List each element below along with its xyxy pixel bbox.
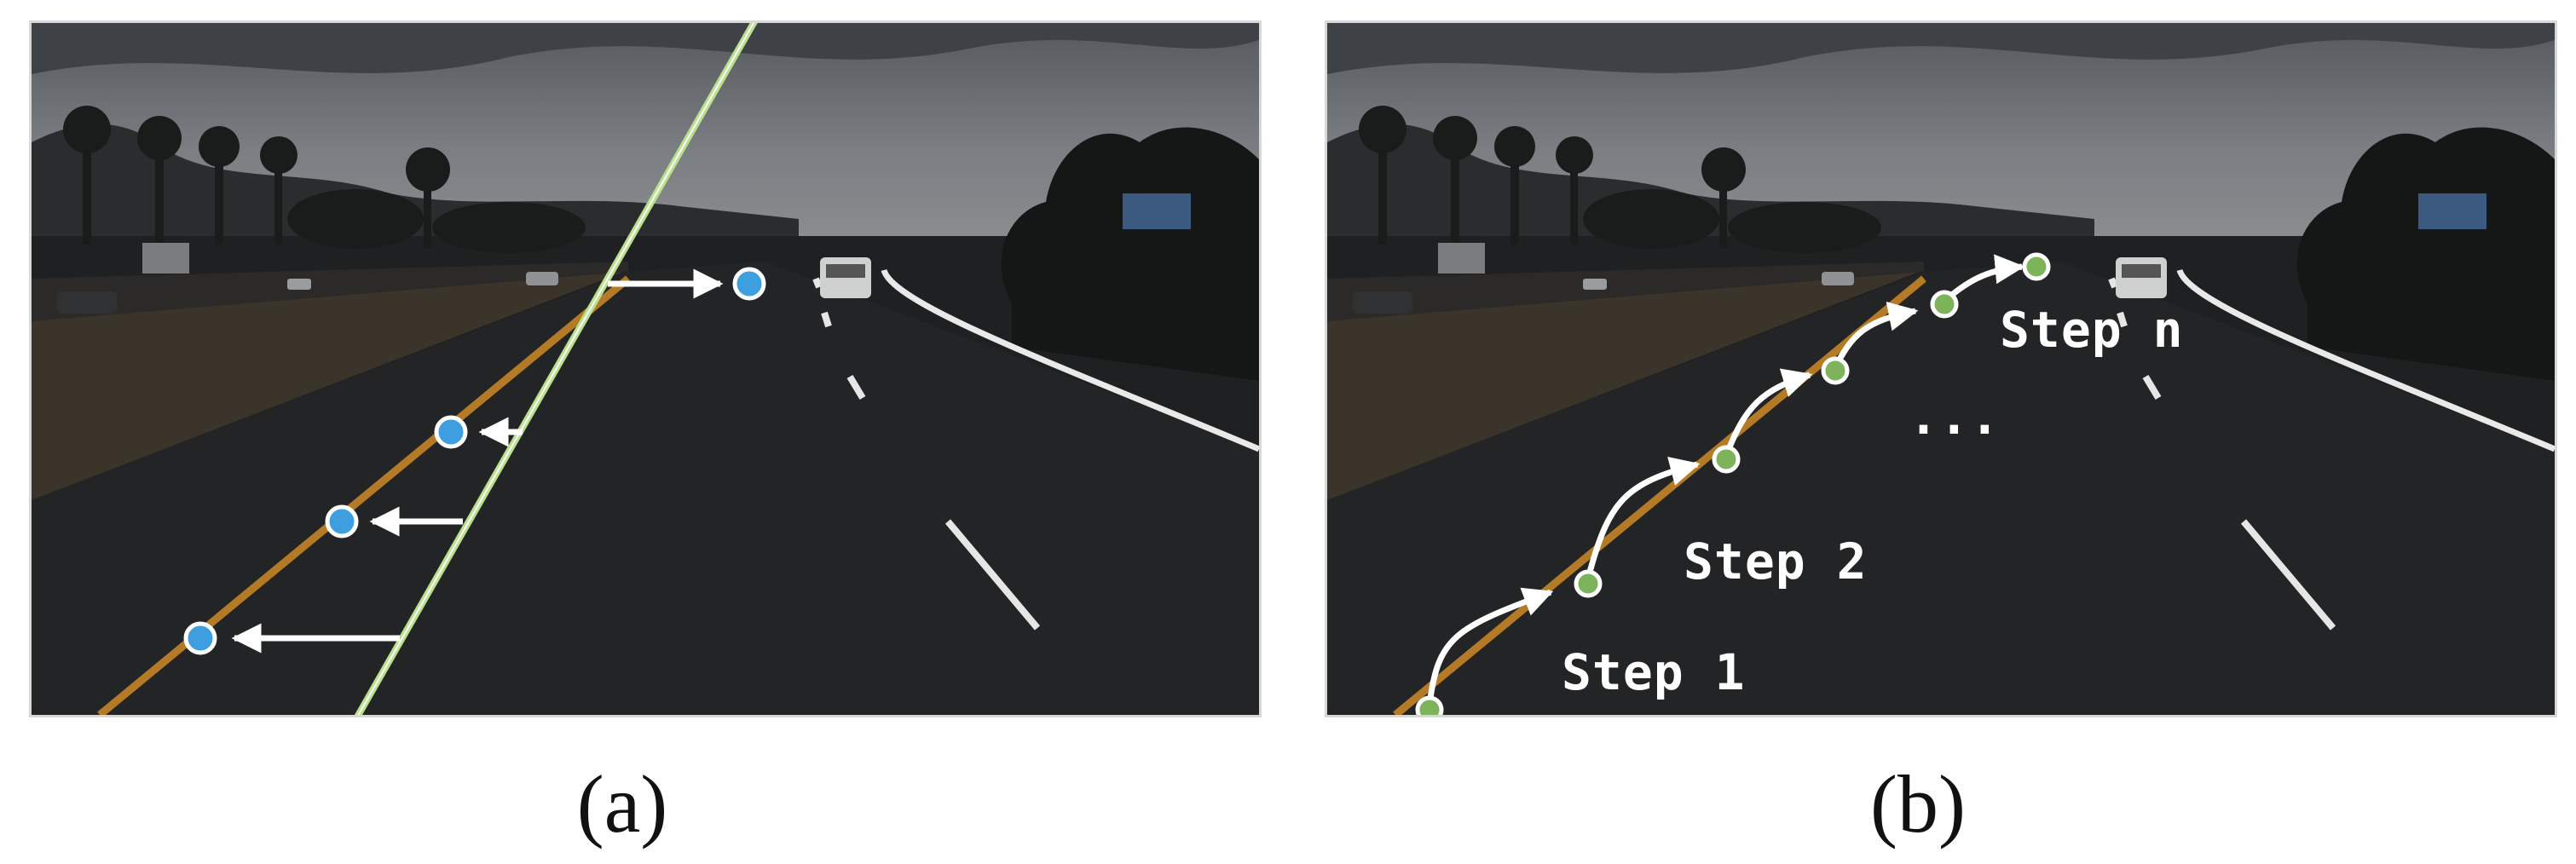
keypoints-blue [183, 267, 766, 655]
billboard [2418, 193, 2486, 229]
keypoint-icon [2022, 252, 2051, 281]
panel-a-road-scene [29, 20, 1262, 717]
keypoint-icon [325, 504, 359, 539]
panel-b-road-scene: Step 1 Step 2 ... Step n [1325, 20, 2557, 717]
far-road [32, 262, 628, 321]
keypoint-icon [1712, 445, 1741, 474]
trees-left [1359, 106, 1881, 253]
dashed-lane [812, 277, 1041, 631]
trees-right [1001, 127, 1259, 381]
keypoint-icon [1821, 356, 1850, 385]
step-n-label: Step n [2000, 301, 2184, 359]
reference-line-core [357, 23, 755, 715]
trees-right [2296, 127, 2555, 381]
road [1327, 262, 2555, 715]
vehicles [1353, 243, 2167, 314]
arrow-icon [1832, 302, 1919, 369]
white-edge-line [881, 268, 1259, 452]
keypoints-green [1415, 252, 2051, 715]
road-scene-a [32, 23, 1259, 715]
step-1-label: Step 1 [1562, 643, 1746, 701]
billboard [1123, 193, 1191, 229]
cloud [1327, 23, 2555, 74]
keypoint-icon [434, 415, 468, 449]
arrow-icon [1585, 457, 1701, 579]
dashed-lane [2108, 277, 2336, 631]
arrow-icon [1426, 587, 1554, 706]
trees-left [63, 106, 586, 253]
cloud [32, 23, 1259, 74]
caption-b: (b) [1870, 758, 1966, 850]
vehicles [57, 243, 871, 314]
far-road [1327, 262, 1924, 321]
keypoint-icon [1930, 290, 1959, 319]
keypoint-icon [1415, 695, 1444, 715]
keypoint-icon [1574, 569, 1603, 598]
road [32, 262, 1259, 715]
caption-a: (a) [576, 758, 668, 850]
steps-ellipsis: ... [1909, 388, 2001, 446]
keypoint-icon [732, 267, 766, 301]
roadside-grass [32, 270, 628, 500]
white-edge-line [2176, 268, 2555, 452]
keypoint-icon [183, 621, 217, 655]
roadside-grass [1327, 270, 1924, 500]
yellow-lane-line [1393, 275, 1926, 715]
arrow-icon [1723, 368, 1813, 458]
step-2-label: Step 2 [1684, 533, 1868, 590]
offset-arrows [231, 268, 724, 654]
road-scene-b [1327, 23, 2555, 715]
